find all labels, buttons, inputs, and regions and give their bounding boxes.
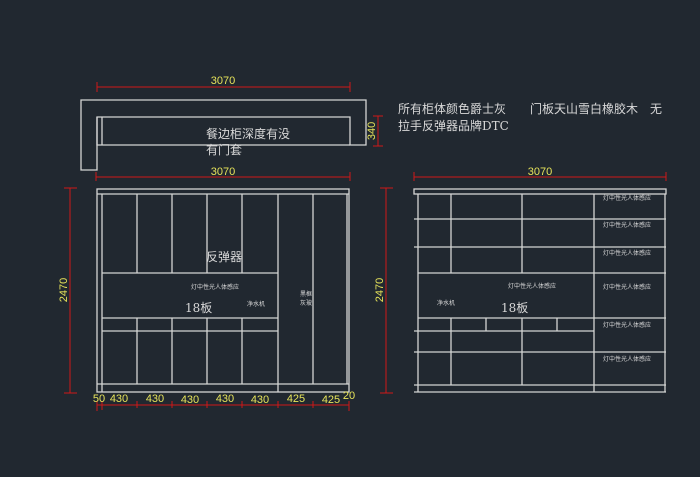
right-elevation-panels: [414, 194, 666, 393]
bottom-dim-6: 425: [287, 393, 305, 405]
right-label-18-board: 18板: [501, 301, 528, 315]
side-label-2: 灯中性光人体感应: [603, 221, 651, 229]
right-top-board: [413, 188, 667, 195]
left-elevation: 2470 反弹器 灯中性光人体感应 18板 净水机 黑框 灰玻 50 430 4…: [58, 187, 355, 411]
bottom-dim-3: 430: [181, 394, 199, 406]
right-elevation: 3070 2470 灯中性光人体感应 净水机 18板 灯中性光人体感应 灯中性光…: [374, 166, 667, 394]
label-18-board: 18板: [185, 301, 212, 315]
right-height: 2470: [374, 278, 386, 302]
bottom-dim-1: 430: [110, 393, 128, 405]
side-label-4: 灯中性光人体感应: [603, 283, 651, 291]
left-height: 2470: [58, 278, 70, 302]
right-height-dimension-line: [380, 187, 393, 394]
label-light-sensor: 灯中性光人体感应: [191, 283, 239, 291]
plan-cabinet: [96, 117, 350, 146]
plan-bottom-dimension-line: [95, 172, 351, 181]
bottom-dim-8: 20: [343, 390, 355, 402]
plan-top-width: 3070: [211, 75, 235, 87]
left-elevation-outline: [96, 188, 350, 393]
label-black-frame: 黑框: [300, 290, 312, 298]
label-grey-glass: 灰玻: [300, 299, 312, 307]
left-elevation-panels: [97, 193, 349, 392]
general-note-line2: 拉手反弹器品牌DTC: [398, 118, 509, 133]
left-height-dimension-line: [64, 187, 77, 394]
right-width: 3070: [528, 166, 552, 178]
label-water-purifier: 净水机: [247, 300, 265, 308]
bottom-dim-5: 430: [251, 394, 269, 406]
side-label-6: 灯中性光人体感应: [603, 355, 651, 363]
side-label-1: 灯中性光人体感应: [603, 194, 651, 202]
plan-bottom-width: 3070: [211, 166, 235, 178]
plan-depth-dimension-line: [373, 115, 383, 147]
plan-view: 3070 3070 340 餐边柜深度有没 有门套: [80, 75, 383, 181]
plan-note-line2: 有门套: [206, 142, 242, 157]
bottom-dim-2: 430: [146, 393, 164, 405]
right-label-water-purifier: 净水机: [437, 299, 455, 307]
general-note-line1: 所有柜体颜色爵士灰 门板天山雪白橡胶木 无: [398, 101, 662, 116]
bottom-dim-4: 430: [216, 393, 234, 405]
right-width-dimension-line: [413, 172, 667, 181]
plan-outline: [80, 99, 367, 171]
right-label-light-sensor: 灯中性光人体感应: [508, 282, 556, 290]
label-rebounder: 反弹器: [206, 250, 242, 264]
plan-note-line1: 餐边柜深度有没: [206, 126, 290, 141]
side-label-5: 灯中性光人体感应: [603, 321, 651, 329]
left-bottom-dimension-line: [96, 401, 350, 411]
bottom-dim-0: 50: [93, 393, 105, 405]
bottom-dim-7: 425: [322, 394, 340, 406]
side-label-3: 灯中性光人体感应: [603, 249, 651, 257]
plan-depth: 340: [366, 122, 378, 140]
plan-top-dimension-line: [96, 82, 351, 92]
